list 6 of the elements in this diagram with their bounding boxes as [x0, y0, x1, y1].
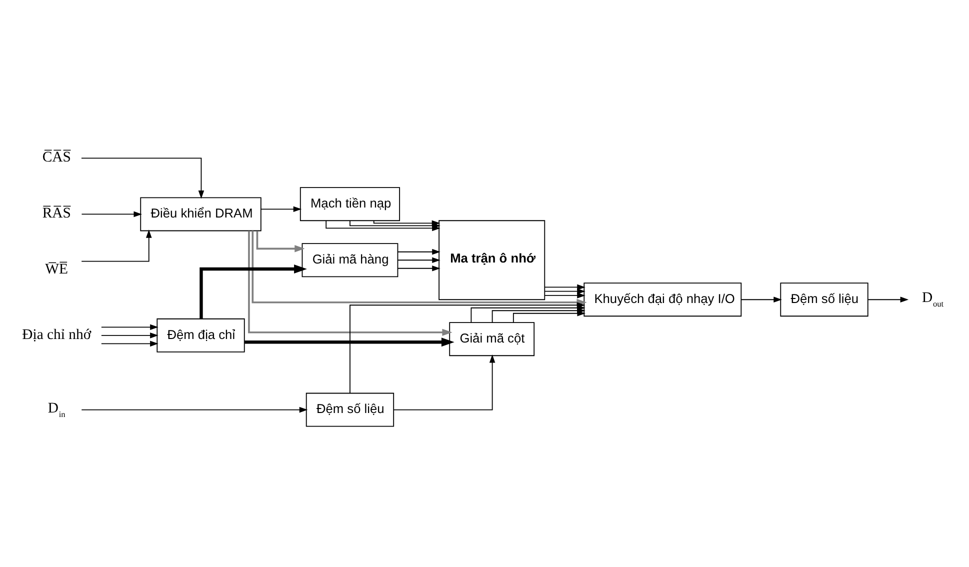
node-text: W̅E̅: [45, 261, 68, 278]
node-text: R̅A̅S̅: [42, 205, 71, 222]
node-text: C̅A̅S̅: [42, 149, 71, 166]
node-text: D$_{out}$: [922, 290, 944, 308]
node-text: D$_{in}$: [48, 400, 66, 418]
node-text: Địa chỉ nhớ: [22, 326, 92, 342]
